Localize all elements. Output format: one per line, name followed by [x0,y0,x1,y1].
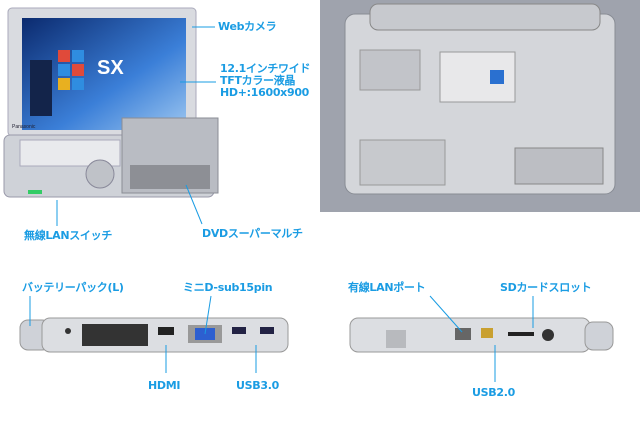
label-display-resolution: HD+:1600x900 [220,86,310,99]
status-leds [28,190,42,194]
label-lan: 有線LANポート [348,281,426,294]
label-sd: SDカードスロット [500,281,592,294]
label-usb3: USB3.0 [236,379,279,392]
lan-port [455,328,471,340]
label-usb2: USB2.0 [472,386,515,399]
laptop-bottom-photo [320,0,640,212]
label-dvd: DVDスーパーマルチ [202,227,303,240]
label-hdmi: HDMI [148,379,181,392]
start-menu-tiles [30,50,84,116]
label-display-type: TFTカラー液晶 [220,74,296,87]
dc-in-port [542,329,554,341]
vent [82,324,148,346]
label-wireless-switch: 無線LANスイッチ [24,229,113,242]
leader-lines [29,26,534,382]
laptop-left-side-photo [19,317,289,353]
usb3-port-2 [260,327,274,334]
windows-sticker [490,70,504,84]
usb2-port [481,328,493,338]
laptop-right-side-photo [349,317,614,353]
label-dsub: ミニD-sub15pin [183,281,273,294]
hdmi-port [158,327,174,335]
wheel-touchpad [85,159,115,189]
vent-grille [514,147,604,185]
battery-pack [369,3,601,31]
usb3-port [232,327,246,334]
laptop-front-photo: SX Panasonic [3,7,219,198]
label-display-size: 12.1インチワイド [220,62,311,75]
svg-text:Panasonic: Panasonic [12,124,36,130]
sd-slot [508,332,534,336]
screen-logo: SX [97,57,124,79]
label-battery: バッテリーパック(L) [22,281,124,294]
label-webcam: Webカメラ [218,20,277,33]
